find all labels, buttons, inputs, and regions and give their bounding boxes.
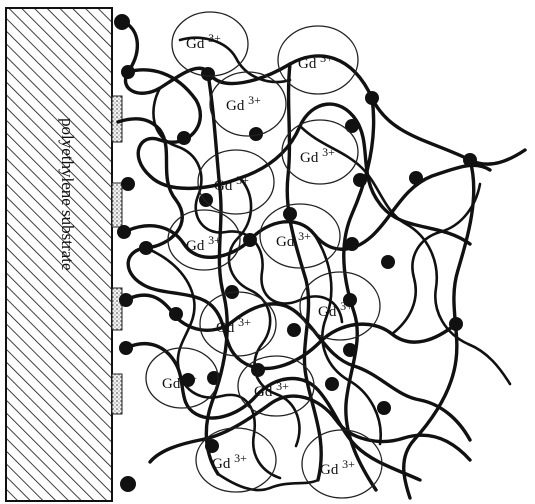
junction-node [353,173,367,187]
ion-symbol: Gd [212,456,231,472]
gd-ion-marker: Gd 3+ [200,292,276,356]
ion-charge: 3+ [320,51,333,65]
graft-pads [112,96,122,414]
graft-pad [112,288,122,330]
junction-node [377,401,391,415]
junction-node [243,233,257,247]
ion-symbol: Gd [298,56,317,72]
junction-node [119,341,133,355]
svg-text:Gd 3+: Gd 3+ [212,451,247,472]
ion-charge: 3+ [340,299,353,313]
junction-node [449,317,463,331]
junction-node [381,255,395,269]
ion-symbol: Gd [254,384,273,400]
ion-charge: 3+ [234,451,247,465]
junction-node [287,323,301,337]
junction-node [463,153,477,167]
ion-charge: 3+ [342,457,355,471]
junction-node [345,237,359,251]
junction-node [121,65,135,79]
svg-text:Gd 3+: Gd 3+ [186,31,221,52]
ion-symbol: Gd [318,304,337,320]
substrate: polyethylene substrate [6,8,112,501]
svg-text:Gd 3+: Gd 3+ [320,457,355,478]
ion-symbol: Gd [226,98,245,114]
ion-symbol: Gd [162,376,181,392]
polymer-chain [206,74,227,474]
polymer-chain [218,474,318,490]
ion-symbol: Gd [320,462,339,478]
svg-text:Gd 3+: Gd 3+ [300,145,335,166]
ion-charge: 3+ [298,229,311,243]
gd-ion-marker: Gd 3+ [172,12,248,76]
junction-node [114,14,130,30]
gd-ion-marker: Gd 3+ [238,356,314,416]
junction-node [345,119,359,133]
svg-text:Gd 3+: Gd 3+ [298,51,333,72]
ion-charge: 3+ [322,145,335,159]
junction-node [365,91,379,105]
junction-node [117,225,131,239]
gd-ion-marker: Gd 3+ [278,26,358,94]
junction-node [283,207,297,221]
ion-symbol: Gd [186,238,205,254]
polymer-chain [124,165,490,257]
graft-pad [112,374,122,414]
gd-ion-marker: Gd 3+ [198,150,274,214]
ion-symbol: Gd [186,36,205,52]
junction-node [139,241,153,255]
polymer-chain [153,88,342,322]
svg-text:Gd 3+: Gd 3+ [186,233,221,254]
junction-node [120,476,136,492]
junction-node [409,171,423,185]
ion-symbol: Gd [214,178,233,194]
ion-charge: 3+ [184,371,197,385]
gd-ion-marker: Gd 3+ [302,430,382,498]
ion-symbol: Gd [300,150,319,166]
junction-node [343,343,357,357]
junction-nodes [114,14,477,492]
junction-node [177,131,191,145]
polymer-chain [287,64,321,480]
junction-node [251,363,265,377]
junction-node [119,293,133,307]
junction-node [205,439,219,453]
polymer-chain [392,184,480,334]
gd-ion-marker: Gd 3+ [196,428,276,492]
ion-symbol: Gd [216,320,235,336]
junction-node [207,371,221,385]
substrate-label: polyethylene substrate [58,118,77,271]
gd-ion-marker: Gd 3+ [282,120,358,184]
junction-node [121,177,135,191]
ion-charge: 3+ [208,233,221,247]
ion-symbol: Gd [276,234,295,250]
graft-pad [112,96,122,142]
polymer-chain [404,160,474,498]
junction-node [169,307,183,321]
ion-charge: 3+ [208,31,221,45]
ion-charge: 3+ [276,379,289,393]
ion-charge: 3+ [238,315,251,329]
ion-charge: 3+ [236,173,249,187]
graft-pad [112,183,122,227]
junction-node [201,67,215,81]
junction-node [325,377,339,391]
svg-text:Gd 3+: Gd 3+ [318,299,353,320]
ion-charge: 3+ [248,93,261,107]
svg-text:Gd 3+: Gd 3+ [226,93,261,114]
